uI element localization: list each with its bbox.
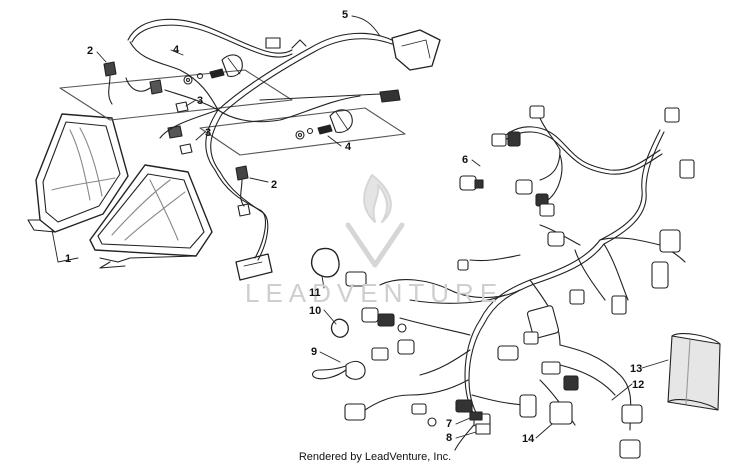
callout-9: 9 bbox=[311, 346, 317, 358]
callout-5: 5 bbox=[342, 9, 348, 21]
callout-8: 8 bbox=[446, 432, 452, 444]
callout-12: 12 bbox=[632, 379, 644, 391]
socket-lower bbox=[235, 165, 251, 217]
callout-14: 14 bbox=[522, 433, 535, 445]
callout-3-upper: 3 bbox=[197, 95, 203, 107]
clamp-small bbox=[330, 318, 349, 338]
footer-credit: Rendered by LeadVenture, Inc. bbox=[298, 451, 452, 463]
fuse-holder bbox=[311, 360, 366, 380]
watermark-text: LEADVENTURE bbox=[245, 278, 503, 308]
clamp-large bbox=[311, 247, 340, 278]
watermark-logo bbox=[345, 174, 405, 268]
callout-2-upper: 2 bbox=[87, 45, 93, 57]
callout-3-lower: 3 bbox=[205, 127, 211, 139]
part-tie bbox=[469, 411, 483, 421]
headlight-right bbox=[89, 164, 213, 269]
headlight-left bbox=[27, 113, 129, 233]
callout-4-lower: 4 bbox=[345, 141, 352, 153]
callout-11: 11 bbox=[309, 287, 321, 299]
harness-sleeve bbox=[667, 333, 721, 411]
bulb-assembly-upper bbox=[183, 54, 243, 85]
bulb-assembly-lower bbox=[295, 109, 353, 140]
callout-2-lower: 2 bbox=[271, 179, 277, 191]
leader-lines bbox=[51, 15, 669, 439]
callout-1: 1 bbox=[65, 253, 71, 265]
part-clip bbox=[475, 423, 491, 435]
callout-6: 6 bbox=[462, 154, 468, 166]
grommets bbox=[149, 79, 193, 155]
bracket-box-upper bbox=[59, 69, 293, 121]
callout-10: 10 bbox=[309, 305, 321, 317]
callout-7: 7 bbox=[446, 418, 452, 430]
callout-4-upper: 4 bbox=[173, 44, 180, 56]
bracket-box-lower bbox=[199, 107, 406, 156]
harness-connectors bbox=[344, 105, 695, 459]
socket-upper bbox=[103, 61, 117, 105]
headlight-harness bbox=[125, 18, 441, 281]
callout-13: 13 bbox=[630, 363, 642, 375]
